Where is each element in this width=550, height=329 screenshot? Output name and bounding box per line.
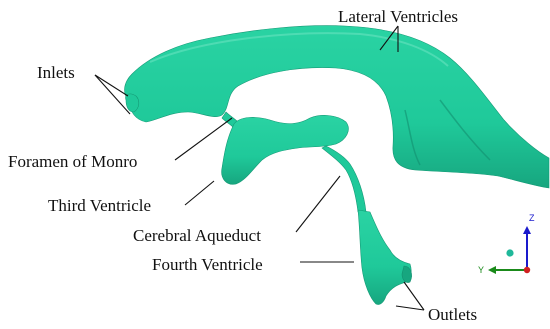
label-lateral-ventricles: Lateral Ventricles xyxy=(338,7,458,26)
axis-triad: Z Y xyxy=(478,213,535,275)
y-axis-arrow xyxy=(488,266,496,274)
axis-origin-ball xyxy=(506,249,513,256)
z-axis-arrow xyxy=(523,226,531,234)
leader-outlets-2 xyxy=(396,306,424,310)
label-fourth-ventricle: Fourth Ventricle xyxy=(152,255,263,274)
y-axis-label: Y xyxy=(478,265,484,275)
inlets-shape xyxy=(126,94,139,112)
cerebral-aqueduct-shape xyxy=(322,146,366,212)
label-outlets: Outlets xyxy=(428,305,477,324)
label-cerebral-aqueduct: Cerebral Aqueduct xyxy=(133,226,261,245)
x-axis-dot xyxy=(524,267,530,273)
label-third-ventricle: Third Ventricle xyxy=(48,196,151,215)
leader-aqueduct xyxy=(296,176,340,232)
leader-third xyxy=(185,181,214,205)
z-axis-label: Z xyxy=(529,213,535,223)
label-foramen-of-monro: Foramen of Monro xyxy=(8,152,137,171)
leader-foramen xyxy=(175,118,232,160)
leader-outlets-1 xyxy=(404,282,424,310)
label-inlets: Inlets xyxy=(37,63,75,82)
fourth-ventricle-shape xyxy=(358,210,411,305)
